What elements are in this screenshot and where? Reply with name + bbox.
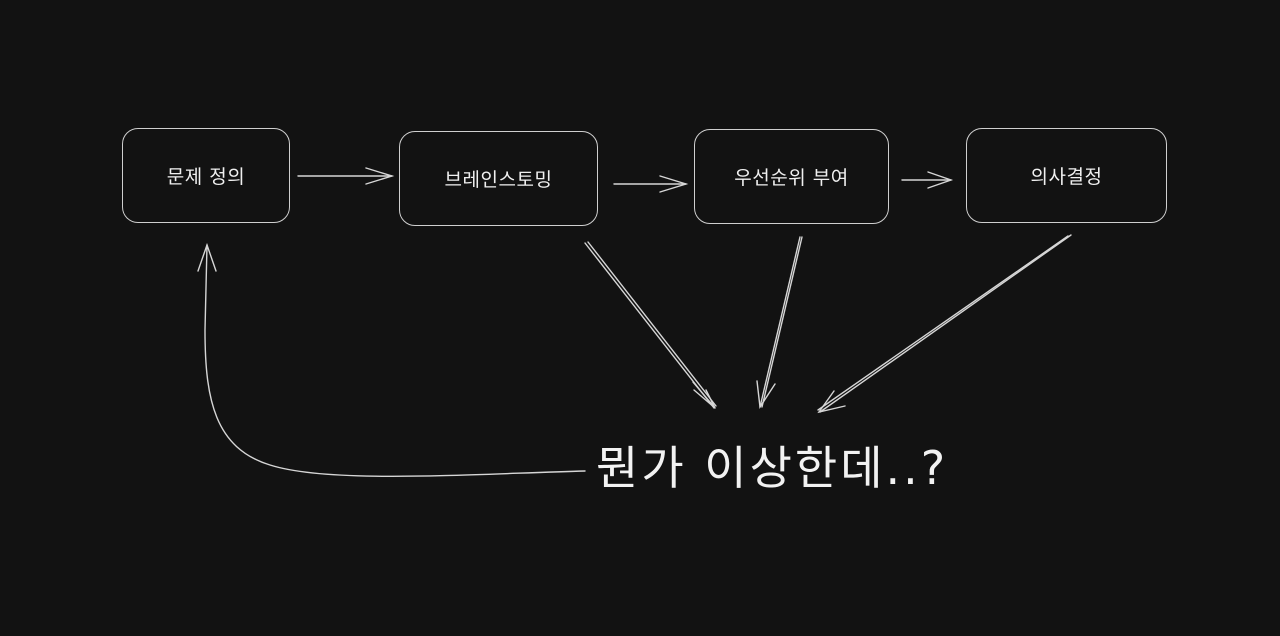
arrow-priority-to-question [756, 236, 803, 410]
arrow-problem-to-brainstorm [297, 167, 395, 185]
node-brainstorming[interactable]: 브레인스토밍 [399, 131, 598, 226]
arrow-brainstorm-to-question [584, 241, 717, 409]
arrow-brainstorm-to-priority [613, 175, 689, 193]
arrow-decision-to-question [817, 234, 1072, 414]
node-decision-making[interactable]: 의사결정 [966, 128, 1167, 223]
question-note: 뭔가 이상한데..? [596, 441, 949, 495]
arrow-priority-to-decision [901, 171, 954, 189]
node-label: 브레인스토밍 [444, 169, 553, 191]
node-label: 문제 정의 [166, 166, 246, 188]
node-label: 우선순위 부여 [734, 167, 849, 189]
arrow-question-to-problem [197, 242, 586, 478]
node-label: 의사결정 [1030, 166, 1103, 188]
node-problem-definition[interactable]: 문제 정의 [122, 128, 290, 223]
node-prioritization[interactable]: 우선순위 부여 [694, 129, 889, 224]
